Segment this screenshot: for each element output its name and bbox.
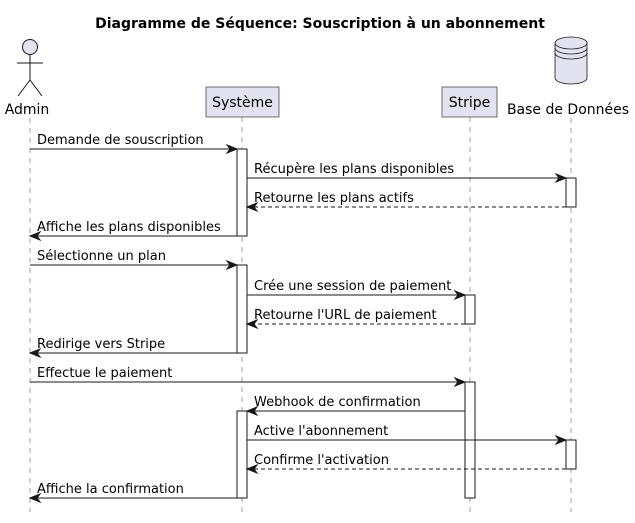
arrow-head	[245, 405, 259, 417]
arrow-head	[554, 434, 568, 446]
message-label: Récupère les plans disponibles	[254, 162, 454, 177]
participant-label-systeme: Système	[212, 95, 273, 111]
participant-systeme: Système	[205, 86, 280, 118]
participant-stripe: Stripe	[441, 86, 498, 118]
message-7: Retourne l'URL de paiement	[245, 308, 465, 330]
message-label: Active l'abonnement	[254, 424, 388, 439]
participant-label-stripe: Stripe	[449, 95, 491, 111]
participant-label-admin: Admin	[5, 102, 50, 118]
message-label: Effectue le paiement	[37, 366, 172, 381]
message-2: Récupère les plans disponibles	[247, 162, 568, 184]
message-label: Sélectionne un plan	[37, 249, 166, 264]
message-label: Confirme l'activation	[254, 453, 389, 468]
activation-bar-stripe	[464, 294, 476, 325]
arrow-head	[245, 463, 259, 475]
message-3: Retourne les plans actifs	[245, 191, 566, 213]
arrow-head	[245, 318, 259, 330]
participant-box-systeme	[205, 86, 280, 118]
database-icon	[554, 36, 588, 85]
participant-db: Base de Données	[507, 36, 629, 118]
message-1: Demande de souscription	[30, 133, 239, 155]
activation-bar-systeme	[236, 148, 248, 237]
arrow-head	[225, 259, 239, 271]
message-label: Webhook de confirmation	[254, 395, 421, 410]
participant-admin: Admin	[5, 39, 50, 118]
message-10: Webhook de confirmation	[245, 395, 465, 417]
message-11: Active l'abonnement	[247, 424, 568, 446]
arrow-head	[453, 289, 467, 301]
message-8: Redirige vers Stripe	[28, 337, 237, 359]
participant-label-db: Base de Données	[507, 102, 629, 118]
message-6: Crée une session de paiement	[247, 279, 467, 301]
arrow-head	[28, 492, 42, 504]
message-label: Demande de souscription	[37, 133, 204, 148]
message-5: Sélectionne un plan	[30, 249, 239, 271]
actor-icon	[17, 39, 43, 97]
message-9: Effectue le paiement	[30, 366, 467, 388]
message-4: Affiche les plans disponibles	[28, 220, 237, 242]
activation-bar-db	[565, 177, 577, 208]
message-label: Affiche la confirmation	[37, 482, 184, 497]
arrow-head	[225, 143, 239, 155]
message-12: Confirme l'activation	[245, 453, 566, 475]
arrow-head	[28, 347, 42, 359]
activation-bar-db	[565, 439, 577, 470]
arrow-head	[554, 172, 568, 184]
arrow-head	[453, 376, 467, 388]
message-label: Crée une session de paiement	[254, 279, 451, 294]
participants: Admin Système Stripe Base de Données	[5, 36, 629, 118]
message-13: Affiche la confirmation	[28, 482, 237, 504]
arrow-head	[245, 201, 259, 213]
arrow-head	[28, 230, 42, 242]
activation-bar-systeme	[236, 410, 248, 499]
diagram-title: Diagramme de Séquence: Souscription à un…	[95, 16, 545, 32]
message-label: Retourne les plans actifs	[254, 191, 414, 206]
activation-bar-systeme	[236, 264, 248, 354]
message-label: Affiche les plans disponibles	[37, 220, 221, 235]
message-label: Retourne l'URL de paiement	[254, 308, 437, 323]
participant-box-stripe	[441, 86, 498, 118]
message-label: Redirige vers Stripe	[37, 337, 165, 352]
